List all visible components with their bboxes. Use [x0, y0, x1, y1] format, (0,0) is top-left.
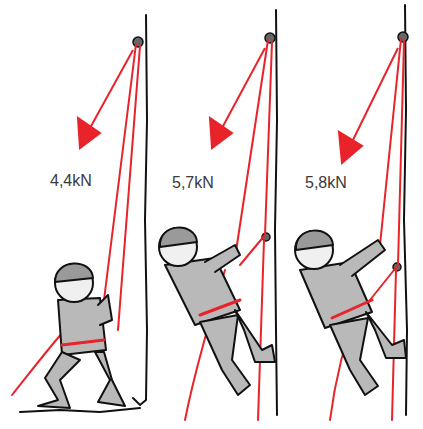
bolt	[133, 37, 143, 47]
head	[159, 228, 197, 266]
arm	[98, 295, 112, 325]
force-arrow	[222, 48, 265, 128]
force-label: 4,4kN	[50, 172, 92, 190]
helmet	[55, 263, 93, 282]
bolts	[133, 32, 408, 271]
leg	[366, 312, 406, 358]
bolt	[398, 32, 408, 42]
helmet	[160, 228, 197, 247]
head	[55, 264, 93, 302]
ground	[20, 408, 140, 412]
force-label: 5,7kN	[172, 174, 214, 192]
arrow-head	[78, 118, 100, 148]
arrow-head	[210, 118, 232, 148]
harness	[62, 340, 104, 345]
arm	[205, 245, 240, 272]
leg	[330, 318, 378, 395]
climber-3	[295, 231, 406, 395]
wall	[275, 10, 277, 415]
helmet	[296, 231, 333, 250]
rope	[258, 240, 264, 420]
force-arrow	[90, 50, 133, 128]
body	[300, 262, 372, 328]
leg	[38, 352, 80, 408]
rope	[370, 41, 404, 300]
climber-1	[38, 263, 125, 408]
harness	[200, 300, 240, 315]
head	[295, 231, 333, 269]
rope	[240, 42, 272, 265]
climber-2	[159, 228, 275, 395]
rope	[380, 39, 401, 245]
force-label: 5,8kN	[305, 174, 347, 192]
arm	[340, 240, 385, 276]
ropes	[12, 39, 404, 420]
force-arrows	[78, 48, 398, 163]
leg	[95, 352, 125, 406]
wall	[133, 15, 147, 405]
harness	[332, 300, 372, 318]
leg	[235, 310, 275, 362]
rope	[118, 46, 140, 330]
bolt	[265, 33, 275, 43]
rock-walls	[20, 5, 407, 415]
body	[165, 258, 240, 325]
arrow-head	[339, 132, 362, 163]
force-arrow	[352, 48, 398, 142]
